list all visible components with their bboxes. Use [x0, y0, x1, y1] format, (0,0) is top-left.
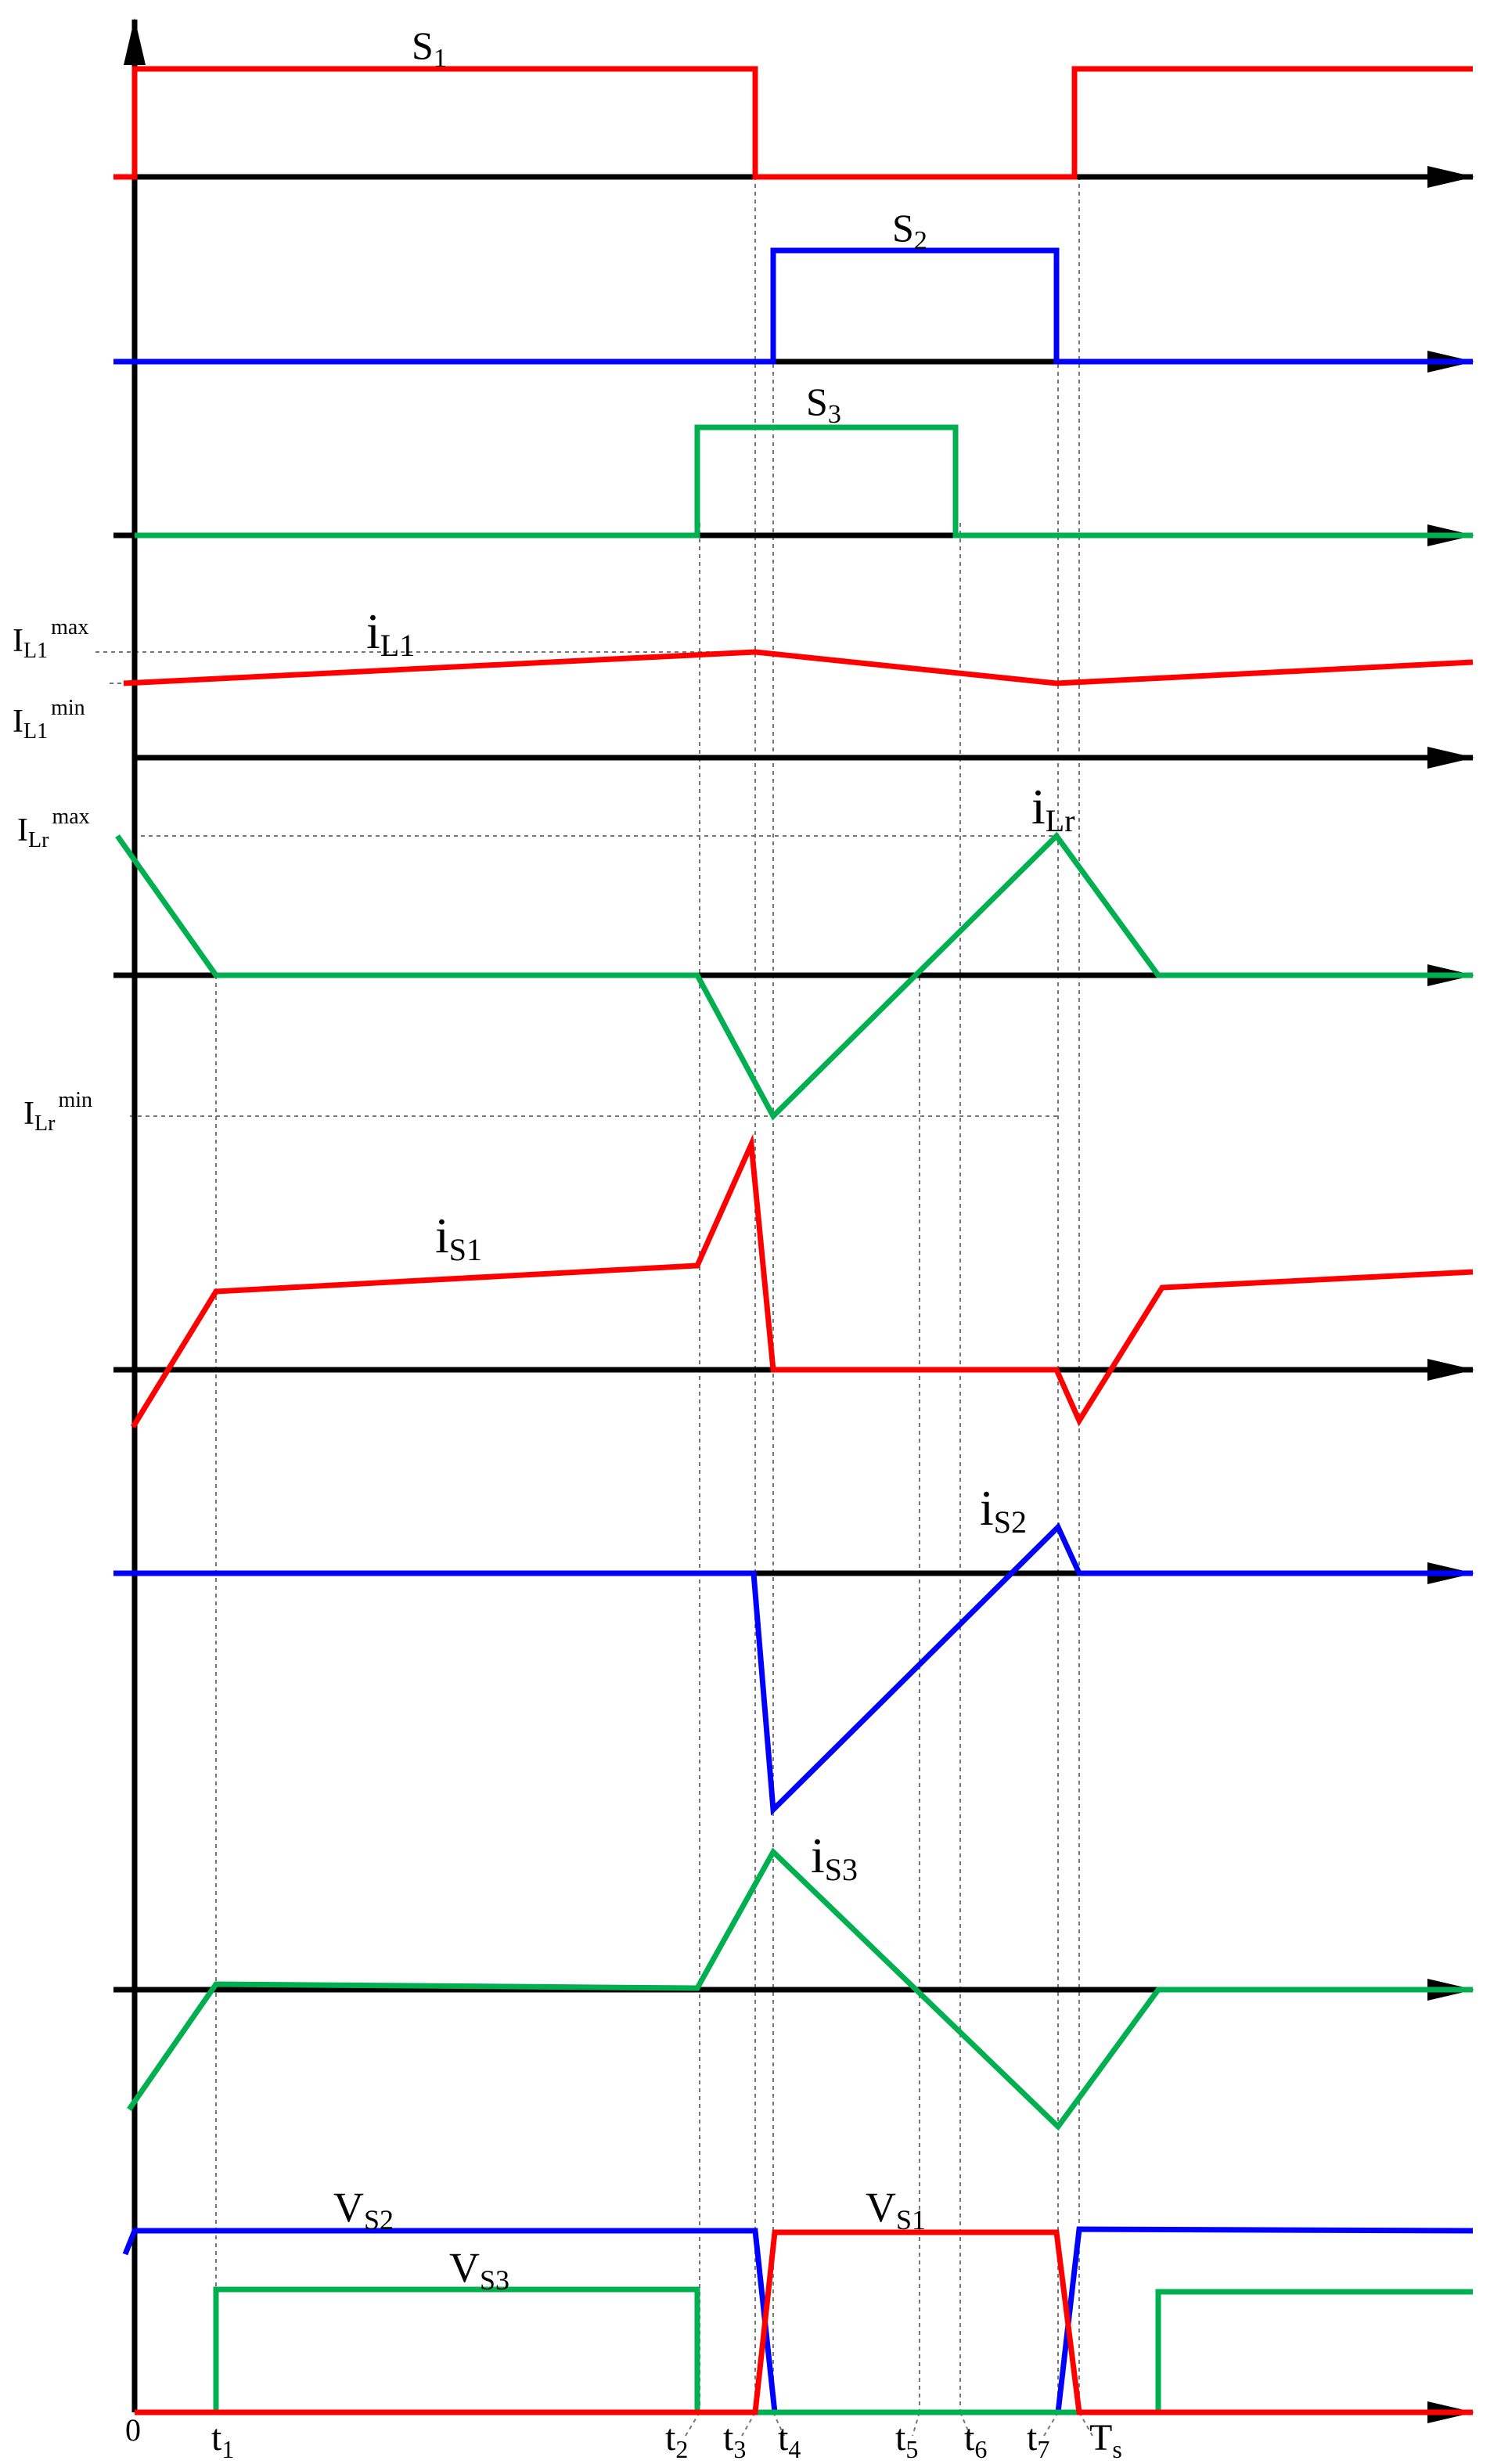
is1-waveform: [131, 1133, 1474, 1428]
label-il1-max: IL1max: [13, 615, 88, 663]
label-vs1: VS1: [866, 2184, 926, 2235]
label-is1: iS1: [435, 1208, 482, 1267]
ilr-waveform: [115, 831, 1473, 1121]
label-s1: S1: [412, 23, 447, 73]
label-is3: iS3: [811, 1828, 858, 1887]
label-ilr: iLr: [1031, 779, 1075, 838]
is2-waveform: [113, 1522, 1473, 1816]
baselines: [113, 166, 1474, 2423]
guide-lines: [95, 176, 1093, 2437]
label-vs2: VS2: [333, 2184, 394, 2235]
traces: [113, 66, 1474, 2415]
waveform-labels: S1 S2 S3 iL1 iLr iS1 iS2 iS3 VS2 VS3 VS1: [333, 23, 1075, 2296]
il1-waveform: [123, 649, 1474, 686]
label-ilr-min: ILrmin: [23, 1088, 92, 1136]
time-labels: 0 t1 t2 t3 t4 t5 t6 t7 Ts: [125, 2412, 1122, 2463]
s3-waveform: [135, 424, 1473, 539]
label-origin: 0: [125, 2412, 141, 2448]
level-labels: IL1max IL1min ILrmax ILrmin: [13, 615, 92, 1136]
label-s3: S3: [806, 380, 841, 429]
label-t3: t3: [723, 2417, 746, 2463]
label-t1: t1: [211, 2417, 234, 2463]
s1-waveform: [113, 66, 1473, 180]
label-vs3: VS3: [449, 2244, 509, 2296]
label-t6: t6: [964, 2417, 987, 2463]
label-il1: iL1: [366, 603, 415, 663]
vs1-waveform: [135, 2229, 1473, 2415]
label-il1-min: IL1min: [13, 696, 85, 744]
guide-t3-tick: [741, 2412, 756, 2437]
label-ilr-max: ILrmax: [17, 805, 90, 852]
label-t4: t4: [778, 2417, 801, 2463]
vs2-waveform: [122, 2226, 1474, 2415]
guide-t2-tick: [685, 2412, 700, 2437]
label-t7: t7: [1027, 2417, 1049, 2463]
label-s2: S2: [892, 206, 927, 255]
guide-t7-tick: [1043, 2412, 1059, 2437]
label-ts: Ts: [1089, 2417, 1122, 2463]
vs3-waveform: [135, 2286, 1473, 2415]
label-is2: iS2: [980, 1480, 1027, 1540]
is3-waveform: [127, 1847, 1473, 2131]
guide-t5-tick: [912, 2412, 920, 2437]
label-t5: t5: [895, 2417, 918, 2463]
label-t2: t2: [665, 2417, 688, 2463]
s2-waveform: [113, 247, 1473, 365]
